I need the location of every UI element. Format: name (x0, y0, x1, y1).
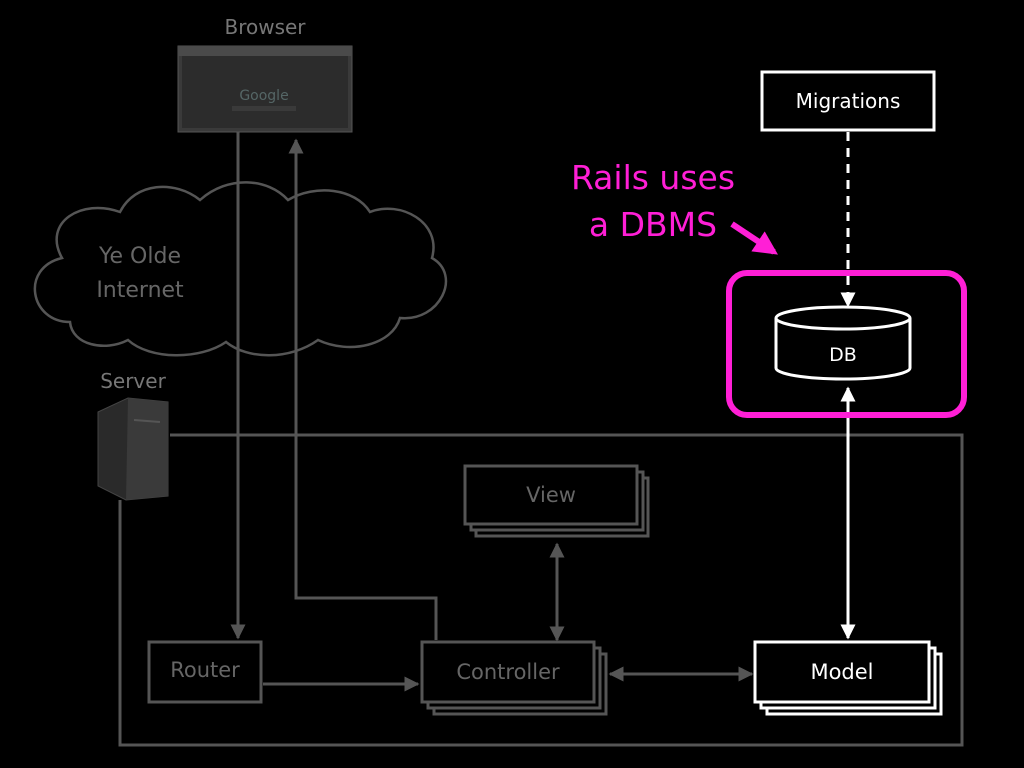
dbms-highlight-box (726, 270, 967, 418)
controller-label: Controller (456, 660, 560, 684)
model-label: Model (810, 660, 873, 684)
model-node: Model (753, 640, 943, 716)
cloud-label-line2: Internet (96, 278, 184, 303)
view-node: View (463, 464, 650, 538)
migrations-node: Migrations (760, 70, 936, 132)
cylinder-db-icon: DB (774, 305, 912, 381)
controller-node: Controller (420, 640, 608, 716)
callout-line1: Rails uses (571, 158, 735, 197)
router-label: Router (170, 658, 240, 682)
internet-cloud: Ye Olde Internet (33, 181, 448, 357)
server-boundary (118, 433, 964, 747)
callout-arrow (730, 221, 778, 255)
browser-label: Browser (224, 15, 306, 39)
server-label: Server (100, 369, 166, 393)
server-tower-icon (97, 397, 169, 501)
browser-node: Browser Google (177, 15, 353, 133)
server-node: Server (97, 369, 169, 501)
response-arrow (288, 138, 438, 640)
callout-line2: a DBMS (589, 205, 717, 244)
browser-window-icon: Google (177, 45, 353, 133)
cloud-shape (33, 181, 448, 357)
cloud-label-line1: Ye Olde (98, 244, 181, 269)
google-logo: Google (239, 88, 288, 104)
dbms-callout: Rails uses a DBMS (571, 158, 778, 255)
db-label: DB (829, 344, 857, 366)
router-node: Router (147, 640, 263, 704)
view-label: View (526, 483, 576, 507)
migrations-label: Migrations (796, 89, 901, 113)
